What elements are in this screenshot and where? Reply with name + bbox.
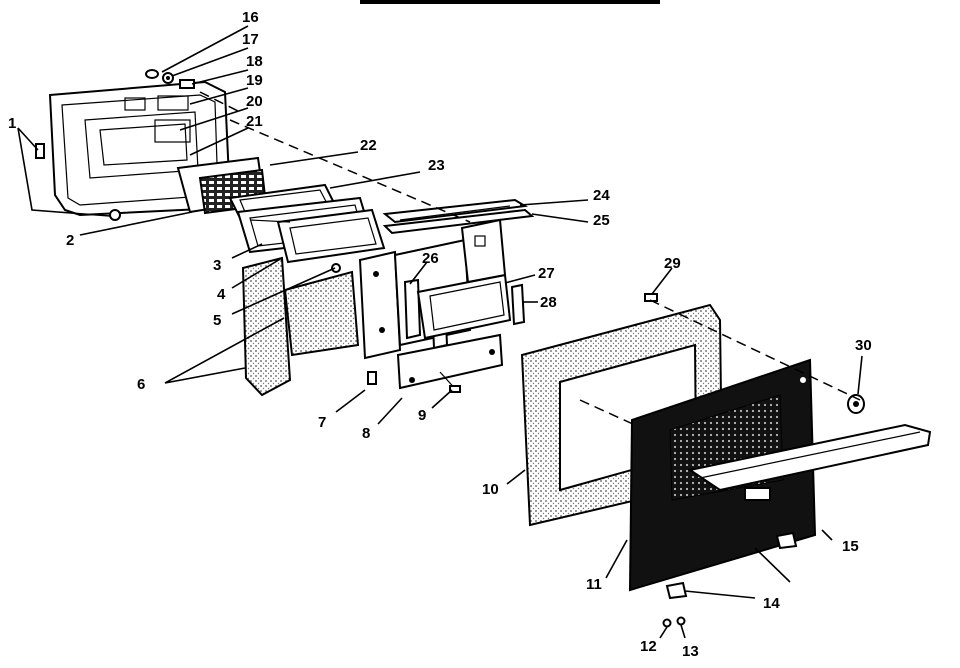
label-29: 29	[664, 255, 681, 272]
label-9: 9	[418, 407, 426, 424]
label-23: 23	[428, 157, 445, 174]
label-8: 8	[362, 425, 370, 442]
label-17: 17	[242, 31, 259, 48]
label-6: 6	[137, 376, 145, 393]
label-30: 30	[855, 337, 872, 354]
label-22: 22	[360, 137, 377, 154]
callout-labels: 1 2 3 4 5 6 7 8 9 10 11 12 13 14 15 16 1…	[8, 9, 872, 660]
cropped-title-remnant	[360, 0, 660, 4]
label-19: 19	[246, 72, 263, 89]
label-15: 15	[842, 538, 859, 555]
frame-assembly	[228, 183, 386, 264]
label-16: 16	[242, 9, 259, 26]
bottom-plate	[396, 333, 504, 393]
strips-24-25	[382, 198, 535, 235]
insulation-pads	[241, 256, 360, 397]
alignment-lines	[199, 91, 861, 426]
label-10: 10	[482, 481, 499, 498]
screw-part-5	[331, 263, 341, 273]
label-14: 14	[763, 595, 780, 612]
leader-lines	[17, 25, 863, 639]
label-1: 1	[8, 115, 16, 132]
door-handle	[687, 423, 932, 501]
label-7: 7	[318, 414, 326, 431]
label-25: 25	[593, 212, 610, 229]
label-27: 27	[538, 265, 555, 282]
bracket-box	[403, 218, 526, 350]
label-20: 20	[246, 93, 263, 110]
label-26: 26	[422, 250, 439, 267]
label-13: 13	[682, 643, 699, 660]
label-21: 21	[246, 113, 263, 130]
label-28: 28	[540, 294, 557, 311]
label-24: 24	[593, 187, 610, 204]
screw-parts-16-18	[145, 69, 195, 89]
label-12: 12	[640, 638, 657, 655]
label-3: 3	[213, 257, 221, 274]
label-4: 4	[217, 286, 226, 303]
label-2: 2	[66, 232, 74, 249]
label-11: 11	[586, 576, 602, 593]
label-18: 18	[246, 53, 263, 70]
label-5: 5	[213, 312, 221, 329]
clip-part-1	[35, 143, 45, 159]
hinge-parts	[662, 531, 798, 628]
